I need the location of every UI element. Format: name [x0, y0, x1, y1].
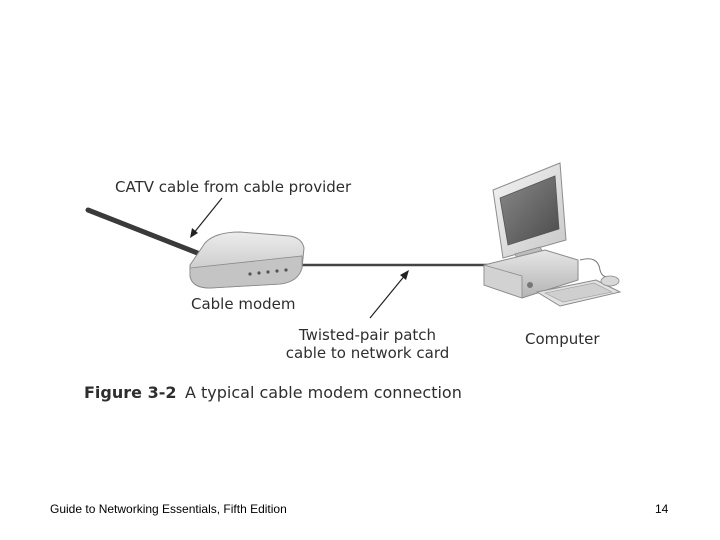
cable-modem-icon [189, 231, 305, 289]
catv-cable-label: CATV cable from cable provider [115, 178, 352, 196]
catv-cable [85, 207, 208, 259]
computer-label: Computer [525, 330, 600, 348]
patch-cable-label-line2: cable to network card [285, 344, 450, 362]
cable-modem-label: Cable modem [191, 295, 296, 313]
patch-cable-label-line1: Twisted-pair patch [298, 326, 437, 344]
figure-number: Figure 3-2 [84, 383, 177, 402]
patch-cable-label: Twisted-pair patch cable to network card [285, 326, 450, 362]
patch-cable-arrow [369, 270, 409, 319]
computer-icon [483, 162, 622, 307]
catv-arrow [190, 197, 223, 238]
figure-caption: A typical cable modem connection [185, 383, 462, 402]
footer-page-number: 14 [655, 502, 669, 516]
footer-book-title: Guide to Networking Essentials, Fifth Ed… [50, 502, 287, 516]
